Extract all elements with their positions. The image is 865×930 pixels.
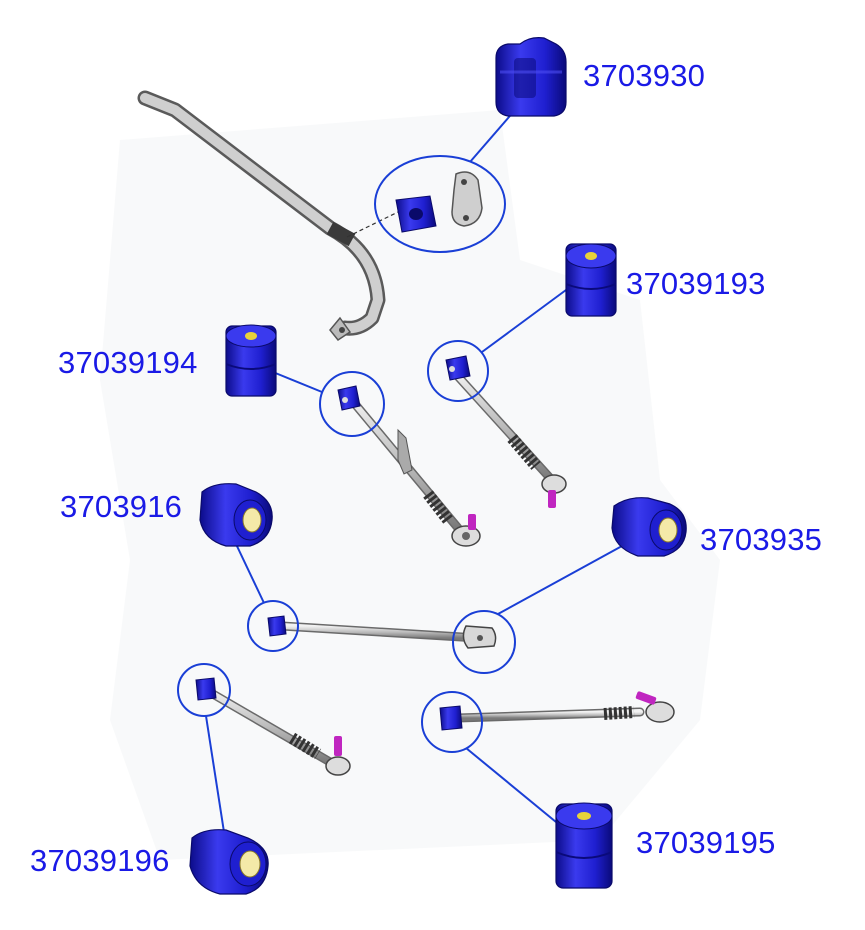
callout-line-p4 [235,543,265,604]
callout-circle-p1 [374,155,506,253]
bushing-image-3703935 [611,497,687,557]
callout-circle-p7 [421,691,483,753]
bushing-image-37039195 [555,802,613,889]
stabilizer-bar [137,90,399,342]
control-arm [267,615,497,649]
part-number-3703916: 3703916 [60,489,183,524]
part-number-3703935: 3703935 [700,522,823,557]
part-number-37039196: 37039196 [30,843,170,878]
callout-circle-p2 [427,340,489,402]
callout-line-p5 [497,545,623,615]
rear-link-right [439,691,675,731]
callout-line-p3 [267,369,323,393]
bushing-image-37039193 [565,243,617,317]
part-number-37039193: 37039193 [626,266,766,301]
background-silhouette [100,110,720,860]
callout-circle-p4 [247,600,299,652]
part-number-37039194: 37039194 [58,345,198,380]
callout-line-p6 [205,715,225,833]
bushing-image-37039194 [225,324,277,397]
part-number-37039195: 37039195 [636,825,776,860]
callouts [177,101,623,833]
stabilizer-bushing-small [395,195,437,233]
link-rod-b [445,355,567,508]
callout-line-p7 [465,747,557,823]
link-rod-a [337,385,481,547]
callout-circle-p6 [177,663,231,717]
bushing-image-3703916 [199,483,273,547]
callout-circle-p3 [319,371,385,437]
bushing-image-3703930 [495,37,567,117]
part-number-3703930: 3703930 [583,58,706,93]
callout-line-p2 [481,289,567,353]
stabilizer-bracket [451,171,483,227]
bushing-image-37039196 [189,829,269,895]
callout-circle-p5 [452,610,516,674]
